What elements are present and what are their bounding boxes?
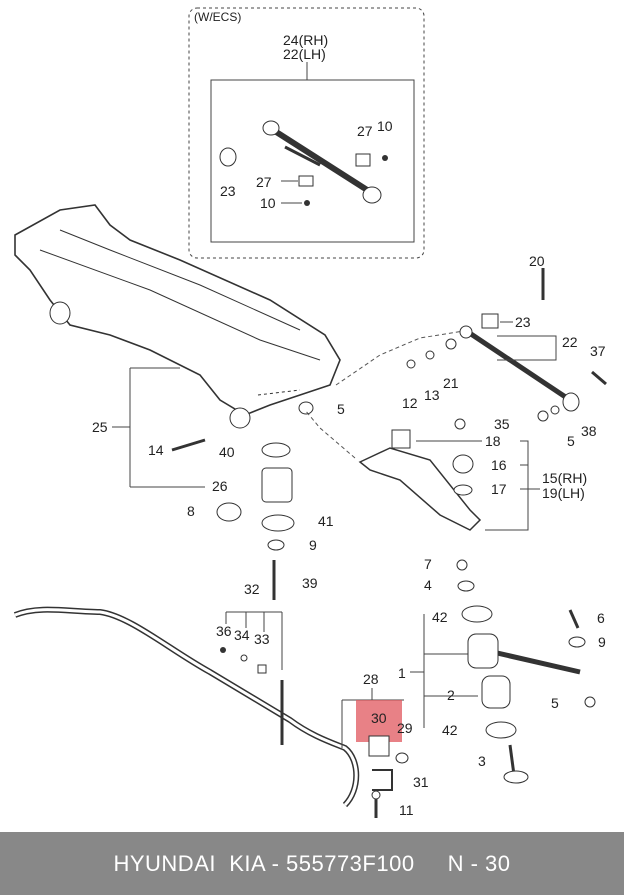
label-30: 30 — [371, 710, 387, 726]
label-9b: 9 — [598, 634, 606, 650]
label-6: 6 — [597, 610, 605, 626]
footer-text: HYUNDAI KIA - 555773F100 N - 30 — [113, 850, 511, 876]
label-4: 4 — [424, 577, 432, 593]
label-24rh: 24(RH) — [283, 32, 328, 48]
label-32: 32 — [244, 581, 260, 597]
label-31: 31 — [413, 774, 429, 790]
part-number-footer: HYUNDAI KIA - 555773F100 N - 30 — [0, 832, 624, 895]
label-7: 7 — [424, 556, 432, 572]
label-18: 18 — [485, 433, 501, 449]
ecs-rear-arm — [268, 125, 377, 198]
label-42a: 42 — [432, 609, 448, 625]
ecs-inner-box — [210, 79, 415, 243]
upper-control-arm — [483, 647, 581, 675]
label-38: 38 — [581, 423, 597, 439]
label-23a: 23 — [220, 183, 236, 199]
label-26: 26 — [212, 478, 228, 494]
label-20: 20 — [529, 253, 545, 269]
lateral-arm — [466, 329, 572, 403]
label-41: 41 — [318, 513, 334, 529]
label-22: 22 — [562, 334, 578, 350]
label-15rh: 15(RH) — [542, 470, 587, 486]
label-2: 2 — [447, 687, 455, 703]
label-13: 13 — [424, 387, 440, 403]
label-39: 39 — [302, 575, 318, 591]
label-34: 34 — [234, 627, 250, 643]
label-42b: 42 — [442, 722, 458, 738]
label-37: 37 — [590, 343, 606, 359]
ecs-inset-frame — [188, 7, 425, 259]
label-27a: 27 — [357, 123, 373, 139]
label-10b: 10 — [260, 195, 276, 211]
label-12: 12 — [402, 395, 418, 411]
ecs-inset-title: (W/ECS) — [194, 10, 241, 24]
label-5b: 5 — [567, 433, 575, 449]
label-33: 33 — [254, 631, 270, 647]
label-10a: 10 — [377, 118, 393, 134]
trailing-arm — [358, 447, 482, 531]
label-1: 1 — [398, 665, 406, 681]
label-17: 17 — [491, 481, 507, 497]
stabilizer-bar — [13, 606, 360, 808]
label-5a: 5 — [337, 401, 345, 417]
part-30-highlight — [356, 700, 402, 742]
label-16: 16 — [491, 457, 507, 473]
label-27b: 27 — [256, 174, 272, 190]
label-5c: 5 — [551, 695, 559, 711]
label-35: 35 — [494, 416, 510, 432]
label-9a: 9 — [309, 537, 317, 553]
label-36: 36 — [216, 623, 232, 639]
label-11: 11 — [399, 802, 414, 818]
label-29: 29 — [397, 720, 413, 736]
label-23: 23 — [515, 314, 531, 330]
label-22lh: 22(LH) — [283, 46, 326, 62]
label-19lh: 19(LH) — [542, 485, 585, 501]
label-14: 14 — [148, 442, 164, 458]
parts-diagram: (W/ECS) 24(RH) 22(LH) 27 10 23 27 10 20 … — [13, 7, 607, 818]
label-8: 8 — [187, 503, 195, 519]
label-25: 25 — [92, 419, 108, 435]
label-21: 21 — [443, 375, 459, 391]
label-40: 40 — [219, 444, 235, 460]
label-3: 3 — [478, 753, 486, 769]
label-28: 28 — [363, 671, 379, 687]
